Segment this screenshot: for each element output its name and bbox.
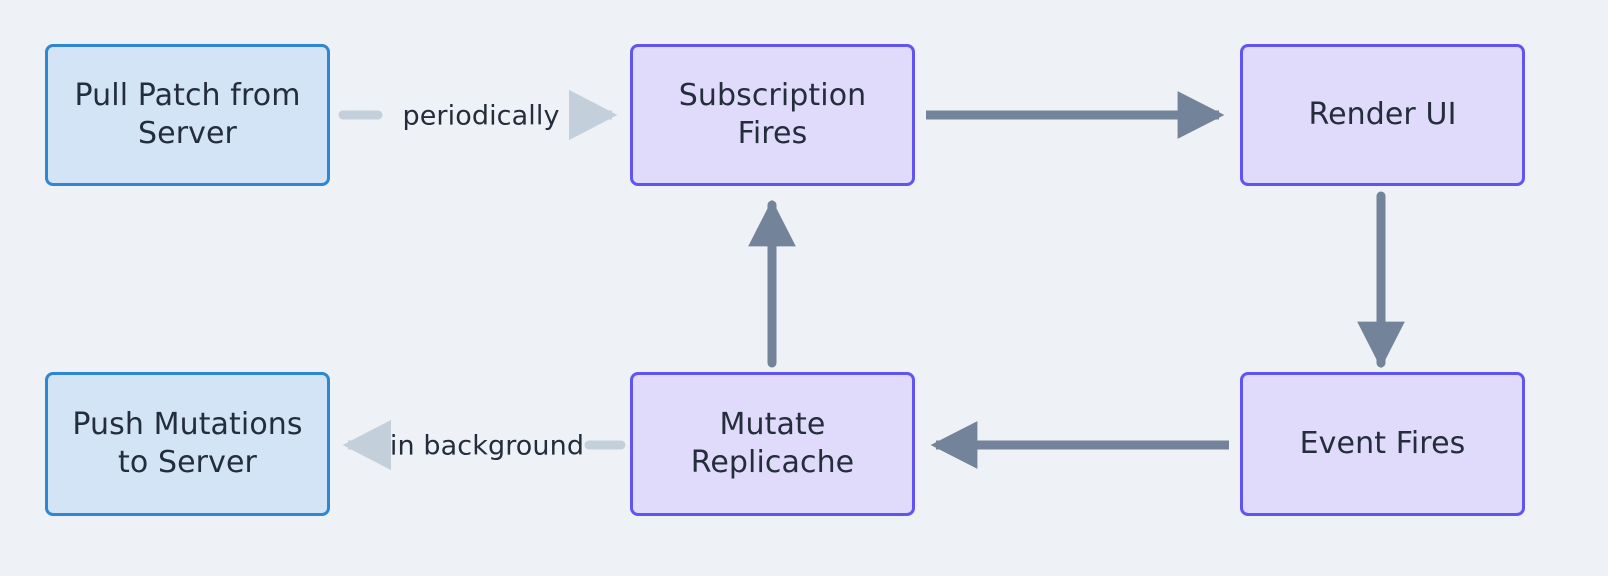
node-render-ui[interactable]: Render UI (1240, 44, 1525, 186)
node-label: Mutate Replicache (690, 406, 855, 480)
node-pull-patch-from-server[interactable]: Pull Patch from Server (45, 44, 330, 186)
node-event-fires[interactable]: Event Fires (1240, 372, 1525, 516)
node-subscription-fires[interactable]: Subscription Fires (630, 44, 915, 186)
edge-label-periodically: periodically (402, 100, 560, 132)
node-mutate-replicache[interactable]: Mutate Replicache (630, 372, 915, 516)
node-label: Pull Patch from Server (74, 77, 301, 151)
node-label: Render UI (1308, 96, 1457, 132)
node-label: Subscription Fires (678, 77, 867, 151)
edge-label-in-background: in background (389, 430, 585, 462)
node-label: Push Mutations to Server (72, 406, 303, 480)
node-label: Event Fires (1299, 425, 1466, 461)
node-push-mutations-to-server[interactable]: Push Mutations to Server (45, 372, 330, 516)
